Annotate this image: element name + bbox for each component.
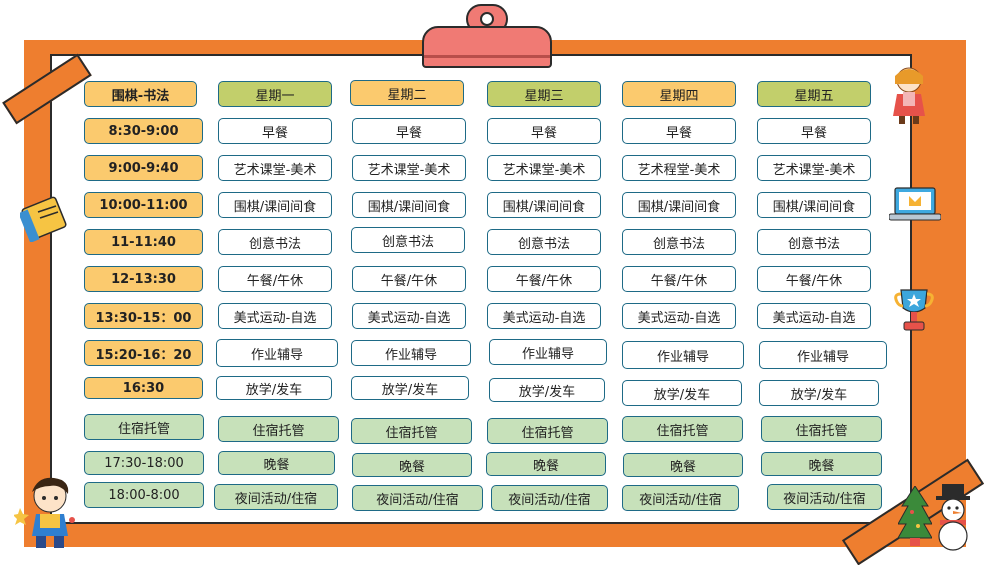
book-icon [20,196,67,242]
schedule-cell: 夜间活动/住宿 [767,484,882,510]
schedule-cell: 午餐/午休 [487,266,601,292]
schedule-cell: 夜间活动/住宿 [491,485,608,511]
schedule-cell: 围棋/课间间食 [218,192,332,218]
day-header-wed: 星期三 [487,81,601,107]
schedule-cell: 围棋/课间间食 [622,192,736,218]
time-slot: 11-11:40 [84,229,203,255]
schedule-cell: 艺术课堂-美术 [218,155,332,181]
schedule-cell: 住宿托管 [622,416,743,442]
schedule-cell: 夜间活动/住宿 [214,484,338,510]
schedule-cell: 晚餐 [623,453,743,477]
schedule-cell: 早餐 [622,118,736,144]
clip-body [422,26,552,68]
time-slot: 10:00-11:00 [84,192,203,218]
schedule-cell: 艺术课堂-美术 [757,155,871,181]
time-slot: 9:00-9:40 [84,155,203,181]
schedule-cell: 作业辅导 [489,339,607,365]
schedule-cell: 住宿托管 [351,418,472,444]
time-slot: 12-13:30 [84,266,203,292]
schedule-cell: 晚餐 [218,451,335,475]
schedule-cell: 艺术程堂-美术 [622,155,736,181]
christmas-tree-icon [898,486,932,546]
schedule-cell: 早餐 [487,118,601,144]
schedule-cell: 早餐 [218,118,332,144]
time-slot: 住宿托管 [84,414,204,440]
schedule-cell: 作业辅导 [622,341,744,369]
day-header-thu: 星期四 [622,81,736,107]
time-slot: 13:30-15：00 [84,303,203,329]
schedule-cell: 放学/发车 [351,376,469,400]
time-slot: 8:30-9:00 [84,118,203,144]
schedule-cell: 早餐 [757,118,871,144]
schedule-cell: 作业辅导 [351,340,471,366]
girl-icon [893,67,925,124]
schedule-cell: 围棋/课间间食 [352,192,466,218]
schedule-cell: 住宿托管 [761,416,882,442]
schedule-cell: 创意书法 [218,229,332,255]
schedule-cell: 创意书法 [622,229,736,255]
schedule-cell: 晚餐 [761,452,882,476]
schedule-cell: 美式运动-自选 [218,303,332,329]
schedule-cell: 放学/发车 [216,376,332,400]
schedule-cell: 住宿托管 [218,416,339,442]
schedule-cell: 午餐/午休 [352,266,466,292]
schedule-cell: 夜间活动/住宿 [622,485,739,511]
schedule-cell: 美式运动-自选 [622,303,736,329]
schedule-cell: 美式运动-自选 [487,303,601,329]
schedule-cell: 创意书法 [757,229,871,255]
schedule-cell: 美式运动-自选 [757,303,871,329]
schedule-cell: 放学/发车 [622,380,742,406]
corner-label: 围棋-书法 [84,81,197,107]
time-slot: 16:30 [84,377,203,399]
schedule-cell: 住宿托管 [487,418,608,444]
schedule-cell: 晚餐 [486,452,606,476]
time-slot: 15:20-16：20 [84,340,203,366]
schedule-cell: 围棋/课间间食 [487,192,601,218]
boy-icon [14,477,75,548]
laptop-icon [889,187,941,221]
time-slot: 17:30-18:00 [84,451,204,475]
time-slot: 18:00-8:00 [84,482,204,508]
schedule-cell: 艺术课堂-美术 [352,155,466,181]
snowman-icon [936,484,970,551]
schedule-cell: 作业辅导 [759,341,887,369]
schedule-cell: 作业辅导 [216,339,338,367]
schedule-cell: 晚餐 [352,453,472,477]
schedule-cell: 夜间活动/住宿 [352,485,483,511]
schedule-cell: 午餐/午休 [218,266,332,292]
schedule-cell: 放学/发车 [489,378,605,402]
schedule-cell: 创意书法 [487,229,601,255]
schedule-cell: 午餐/午休 [757,266,871,292]
day-header-tue: 星期二 [350,80,464,106]
schedule-cell: 美式运动-自选 [352,303,466,329]
trophy-icon [894,289,934,331]
schedule-cell: 创意书法 [351,227,465,253]
day-header-fri: 星期五 [757,81,871,107]
schedule-cell: 午餐/午休 [622,266,736,292]
schedule-cell: 早餐 [352,118,466,144]
schedule-cell: 围棋/课间间食 [757,192,871,218]
day-header-mon: 星期一 [218,81,332,107]
schedule-cell: 放学/发车 [759,380,879,406]
schedule-cell: 艺术课堂-美术 [487,155,601,181]
